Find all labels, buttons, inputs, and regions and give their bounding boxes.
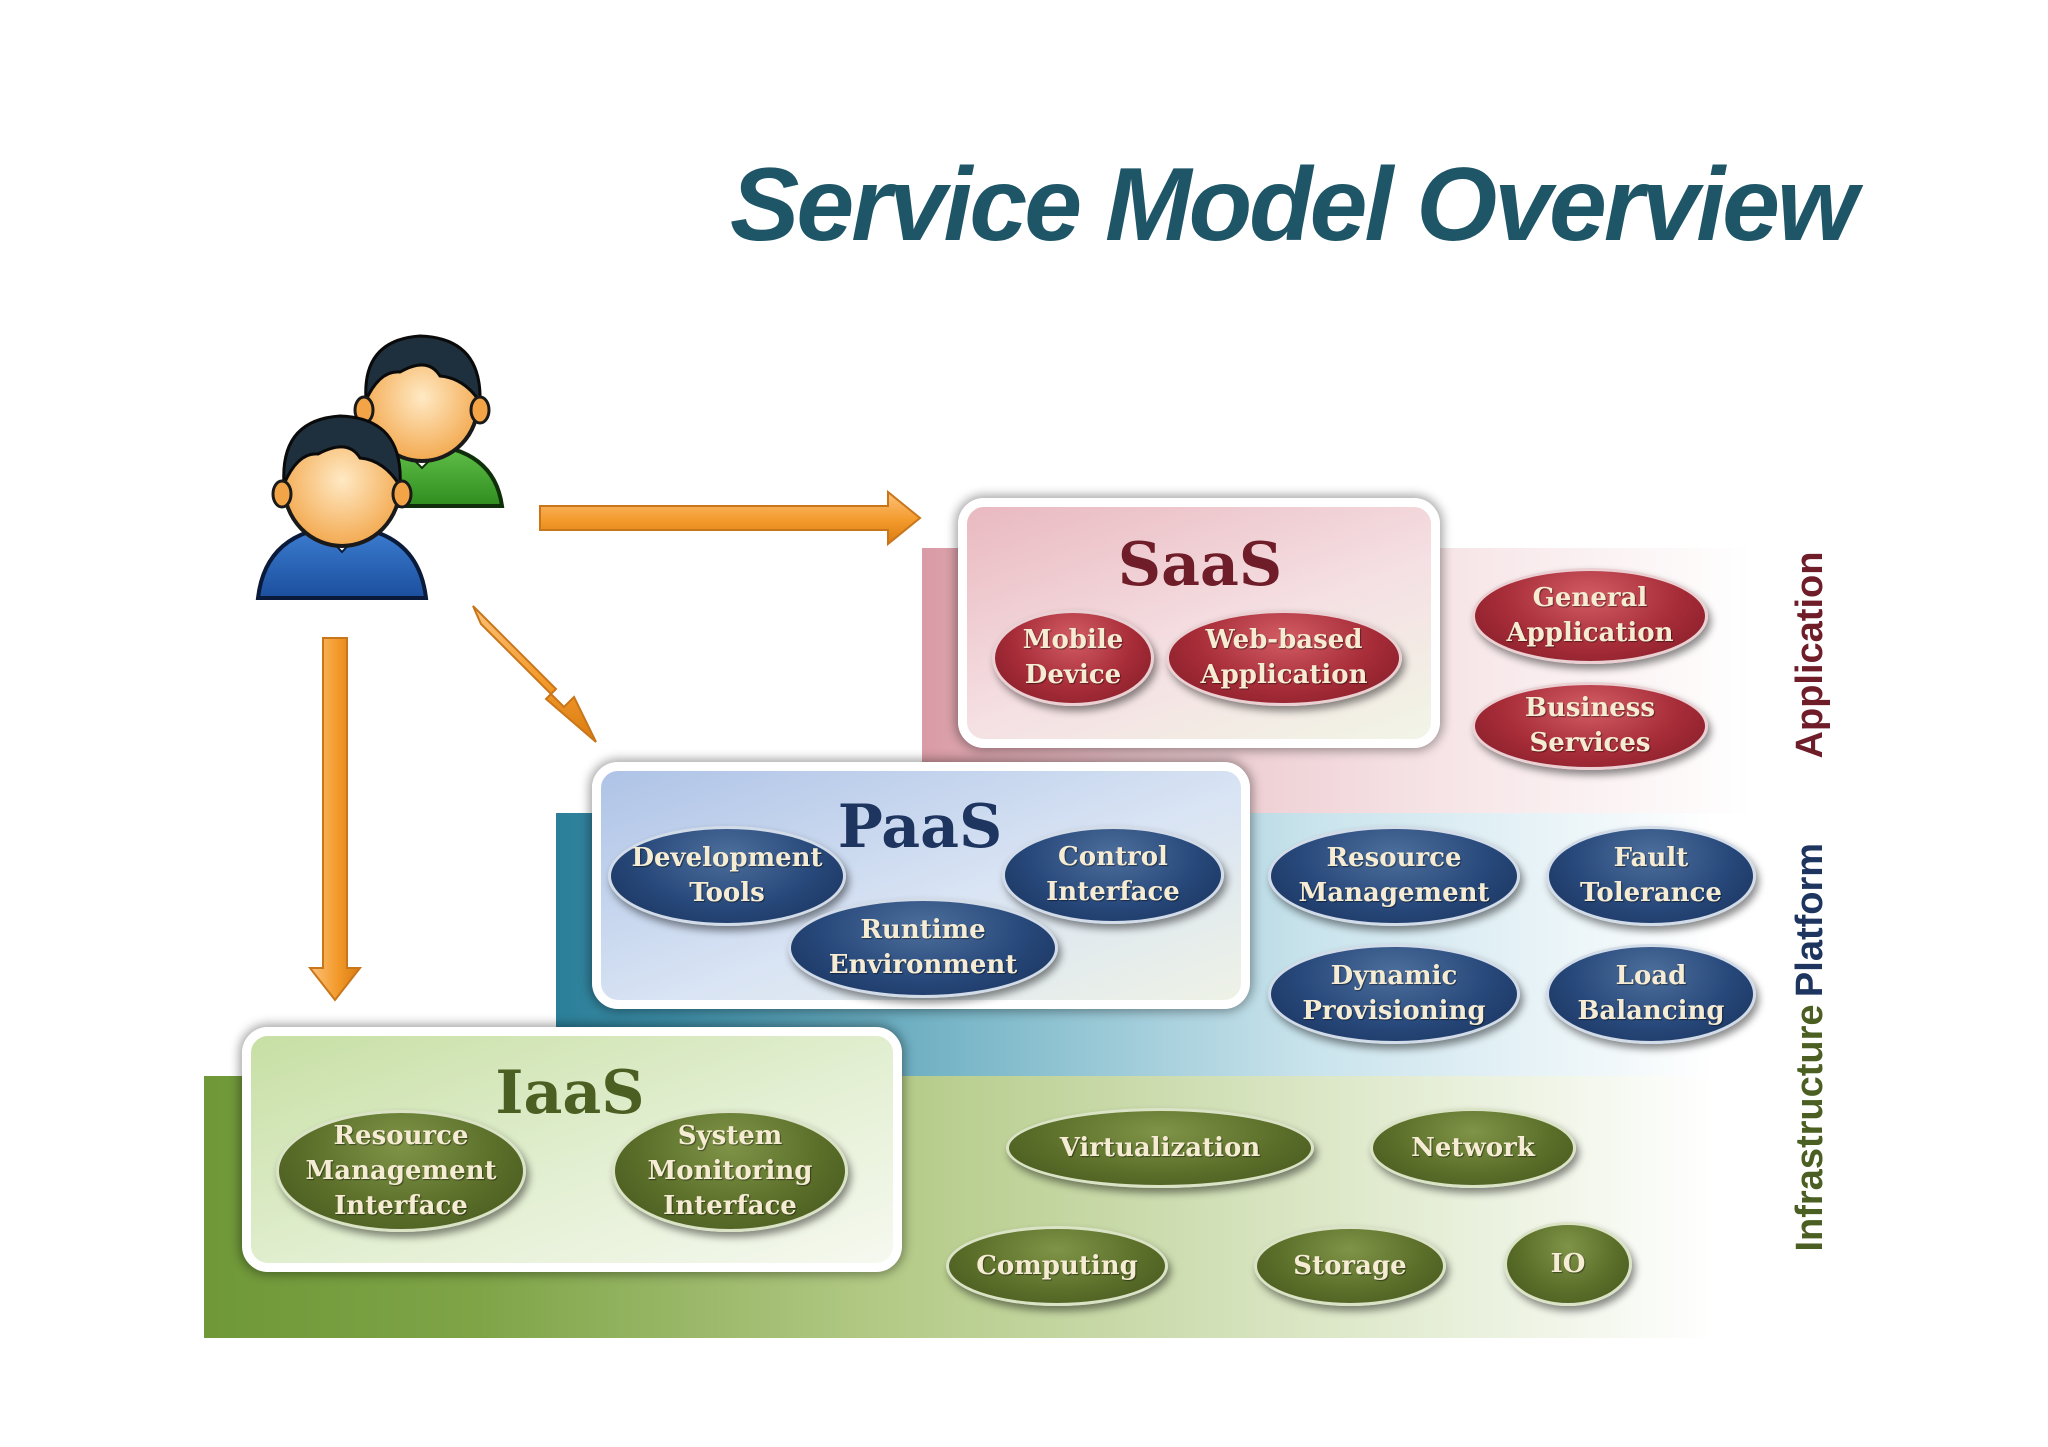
paas-item-control-interface: Control Interface xyxy=(1002,826,1224,924)
saas-title: SaaS xyxy=(1117,530,1283,600)
arrow-diagonal-icon xyxy=(472,605,597,743)
iaas-extra-network: Network xyxy=(1370,1108,1576,1188)
iaas-item-system-monitoring-interface: System Monitoring Interface xyxy=(612,1110,848,1232)
layer-label-platform: Platform xyxy=(1789,842,1831,998)
layer-label-application: Application xyxy=(1789,551,1831,759)
paas-extra-resource-management: Resource Management xyxy=(1268,826,1520,926)
users-icon xyxy=(255,334,505,600)
arrow-right-icon xyxy=(539,489,922,547)
iaas-extra-virtualization: Virtualization xyxy=(1006,1108,1314,1188)
layer-label-infrastructure: Infrastructure xyxy=(1789,1004,1831,1252)
iaas-extra-storage: Storage xyxy=(1254,1226,1446,1306)
paas-extra-fault-tolerance: Fault Tolerance xyxy=(1546,826,1756,926)
paas-extra-dynamic-provisioning: Dynamic Provisioning xyxy=(1268,944,1520,1044)
paas-item-runtime-environment: Runtime Environment xyxy=(788,898,1058,998)
saas-extra-business-services: Business Services xyxy=(1472,682,1708,770)
saas-extra-general-application: General Application xyxy=(1472,568,1708,664)
paas-extra-load-balancing: Load Balancing xyxy=(1546,944,1756,1044)
saas-item-web-based-application: Web-based Application xyxy=(1166,610,1402,706)
iaas-extra-io: IO xyxy=(1504,1222,1632,1306)
arrow-down-icon xyxy=(307,637,363,1002)
paas-item-development-tools: Development Tools xyxy=(608,826,846,926)
iaas-title: IaaS xyxy=(495,1058,645,1128)
saas-item-mobile-device: Mobile Device xyxy=(992,610,1154,706)
page-title: Service Model Overview xyxy=(730,147,1858,263)
iaas-item-resource-management-interface: Resource Management Interface xyxy=(276,1110,526,1232)
paas-title: PaaS xyxy=(837,792,1003,862)
iaas-extra-computing: Computing xyxy=(946,1226,1168,1306)
